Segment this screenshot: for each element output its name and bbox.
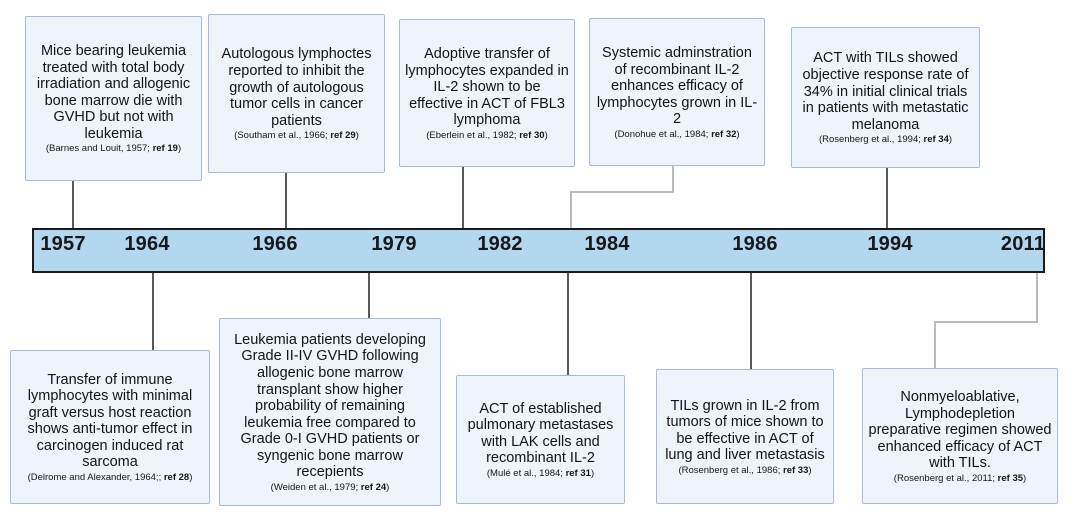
- citation-ref: ref 19: [152, 143, 178, 155]
- citation-source: (Delrome and Alexander, 1964;;: [27, 471, 164, 483]
- citation-ref: ref 31: [565, 467, 591, 479]
- connector-1964: [152, 273, 154, 350]
- timeline-year-1966: 1966: [252, 233, 298, 255]
- citation-close: ): [355, 130, 359, 142]
- event-text: Leukemia patients developing Grade II-IV…: [234, 331, 426, 481]
- timeline-year-1982: 1982: [477, 233, 523, 255]
- connector-1966: [285, 172, 287, 228]
- connector-1984-top-drop: [672, 166, 674, 192]
- event-citation: (Delrome and Alexander, 1964;; ref 28): [16, 471, 204, 483]
- event-box-1982[interactable]: Adoptive transfer of lymphocytes expande…: [399, 19, 575, 167]
- citation-close: ): [386, 481, 390, 493]
- event-citation: (Rosenberg et al., 2011; ref 35): [868, 472, 1052, 484]
- connector-2011-riser: [934, 321, 936, 368]
- citation-source: (Rosenberg et al., 2011;: [893, 472, 998, 484]
- citation-source: (Southam et al., 1966;: [234, 130, 331, 142]
- connector-1957: [72, 180, 74, 228]
- citation-ref: ref 35: [997, 472, 1024, 484]
- citation-source: (Donohue et al., 1984;: [614, 128, 712, 140]
- connector-1982: [462, 167, 464, 228]
- citation-source: (Rosenberg et al., 1994;: [818, 134, 924, 146]
- citation-ref: ref 34: [923, 134, 949, 146]
- event-text: ACT with TILs showed objective response …: [802, 50, 969, 133]
- timeline-year-2011: 2011: [1000, 233, 1046, 255]
- connector-1984-top-horizontal: [570, 191, 674, 193]
- connector-1986: [750, 273, 752, 369]
- citation-ref: ref 28: [163, 471, 190, 483]
- event-box-1957[interactable]: Mice bearing leukemia treated with total…: [25, 16, 202, 181]
- citation-source: (Barnes and Louit, 1957;: [45, 143, 153, 155]
- event-box-1984-act[interactable]: ACT of established pulmonary metastases …: [456, 375, 625, 504]
- event-text: TILs grown in IL-2 from tumors of mice s…: [665, 397, 825, 464]
- event-text: Transfer of immune lymphocytes with mini…: [27, 371, 193, 471]
- citation-ref: ref 32: [711, 128, 737, 140]
- citation-ref: ref 24: [360, 481, 387, 493]
- timeline-year-1957: 1957: [40, 233, 86, 255]
- event-box-1986[interactable]: TILs grown in IL-2 from tumors of mice s…: [656, 369, 834, 504]
- citation-close: ): [544, 129, 548, 141]
- citation-close: ): [189, 471, 193, 483]
- event-citation: (Eberlein et al., 1982; ref 30): [405, 129, 569, 141]
- citation-close: ): [948, 134, 953, 146]
- event-citation: (Donohue et al., 1984; ref 32): [595, 128, 759, 140]
- citation-close: ): [736, 128, 740, 140]
- event-citation: (Barnes and Louit, 1957; ref 19): [31, 144, 196, 154]
- citation-ref: ref 33: [783, 464, 809, 476]
- event-box-1966[interactable]: Autologous lymphoctes reported to inhibi…: [208, 14, 385, 173]
- event-citation: (Rosenberg et al., 1986; ref 33): [662, 464, 828, 476]
- event-citation: (Mulé et al., 1984; ref 31): [462, 467, 619, 479]
- citation-close: ): [808, 464, 812, 476]
- event-text: Systemic adminstration of recombinant IL…: [596, 44, 758, 128]
- event-box-1979[interactable]: Leukemia patients developing Grade II-IV…: [219, 318, 441, 506]
- connector-2011-horizontal: [934, 321, 1038, 323]
- timeline-year-1979: 1979: [371, 233, 417, 255]
- citation-close: ): [177, 143, 182, 155]
- event-box-1964[interactable]: Transfer of immune lymphocytes with mini…: [10, 350, 210, 504]
- timeline-bar: [32, 228, 1045, 273]
- timeline-year-1984: 1984: [584, 233, 630, 255]
- citation-source: (Eberlein et al., 1982;: [426, 129, 520, 141]
- event-text: Adoptive transfer of lymphocytes expande…: [405, 45, 569, 129]
- citation-close: ): [1023, 472, 1027, 484]
- event-box-1994[interactable]: ACT with TILs showed objective response …: [791, 27, 980, 168]
- event-text: Nonmyeloablative, Lymphodepletion prepar…: [868, 388, 1052, 472]
- citation-source: (Mulé et al., 1984;: [486, 467, 566, 479]
- timeline-year-1986: 1986: [732, 233, 778, 255]
- timeline-year-1994: 1994: [867, 233, 913, 255]
- event-citation: (Southam et al., 1966; ref 29): [214, 130, 379, 142]
- event-text: Autologous lymphoctes reported to inhibi…: [221, 46, 372, 129]
- event-box-1984-systemic[interactable]: Systemic adminstration of recombinant IL…: [589, 18, 765, 166]
- citation-source: (Rosenberg et al., 1986;: [678, 464, 784, 476]
- event-citation: (Rosenberg et al., 1994; ref 34): [797, 134, 974, 146]
- citation-close: ): [590, 467, 595, 479]
- citation-ref: ref 29: [330, 130, 356, 142]
- citation-ref: ref 30: [519, 129, 545, 141]
- connector-1984-top-riser: [570, 191, 572, 228]
- event-text: Mice bearing leukemia treated with total…: [36, 43, 191, 142]
- connector-1984-bottom: [567, 273, 569, 375]
- event-citation: (Weiden et al., 1979; ref 24): [225, 481, 435, 493]
- connector-2011-drop: [1036, 273, 1038, 323]
- event-text: ACT of established pulmonary metastases …: [467, 400, 614, 467]
- timeline-year-1964: 1964: [124, 233, 170, 255]
- citation-source: (Weiden et al., 1979;: [270, 481, 361, 493]
- event-box-2011[interactable]: Nonmyeloablative, Lymphodepletion prepar…: [862, 368, 1058, 504]
- connector-1994: [886, 168, 888, 228]
- connector-1979: [368, 273, 370, 318]
